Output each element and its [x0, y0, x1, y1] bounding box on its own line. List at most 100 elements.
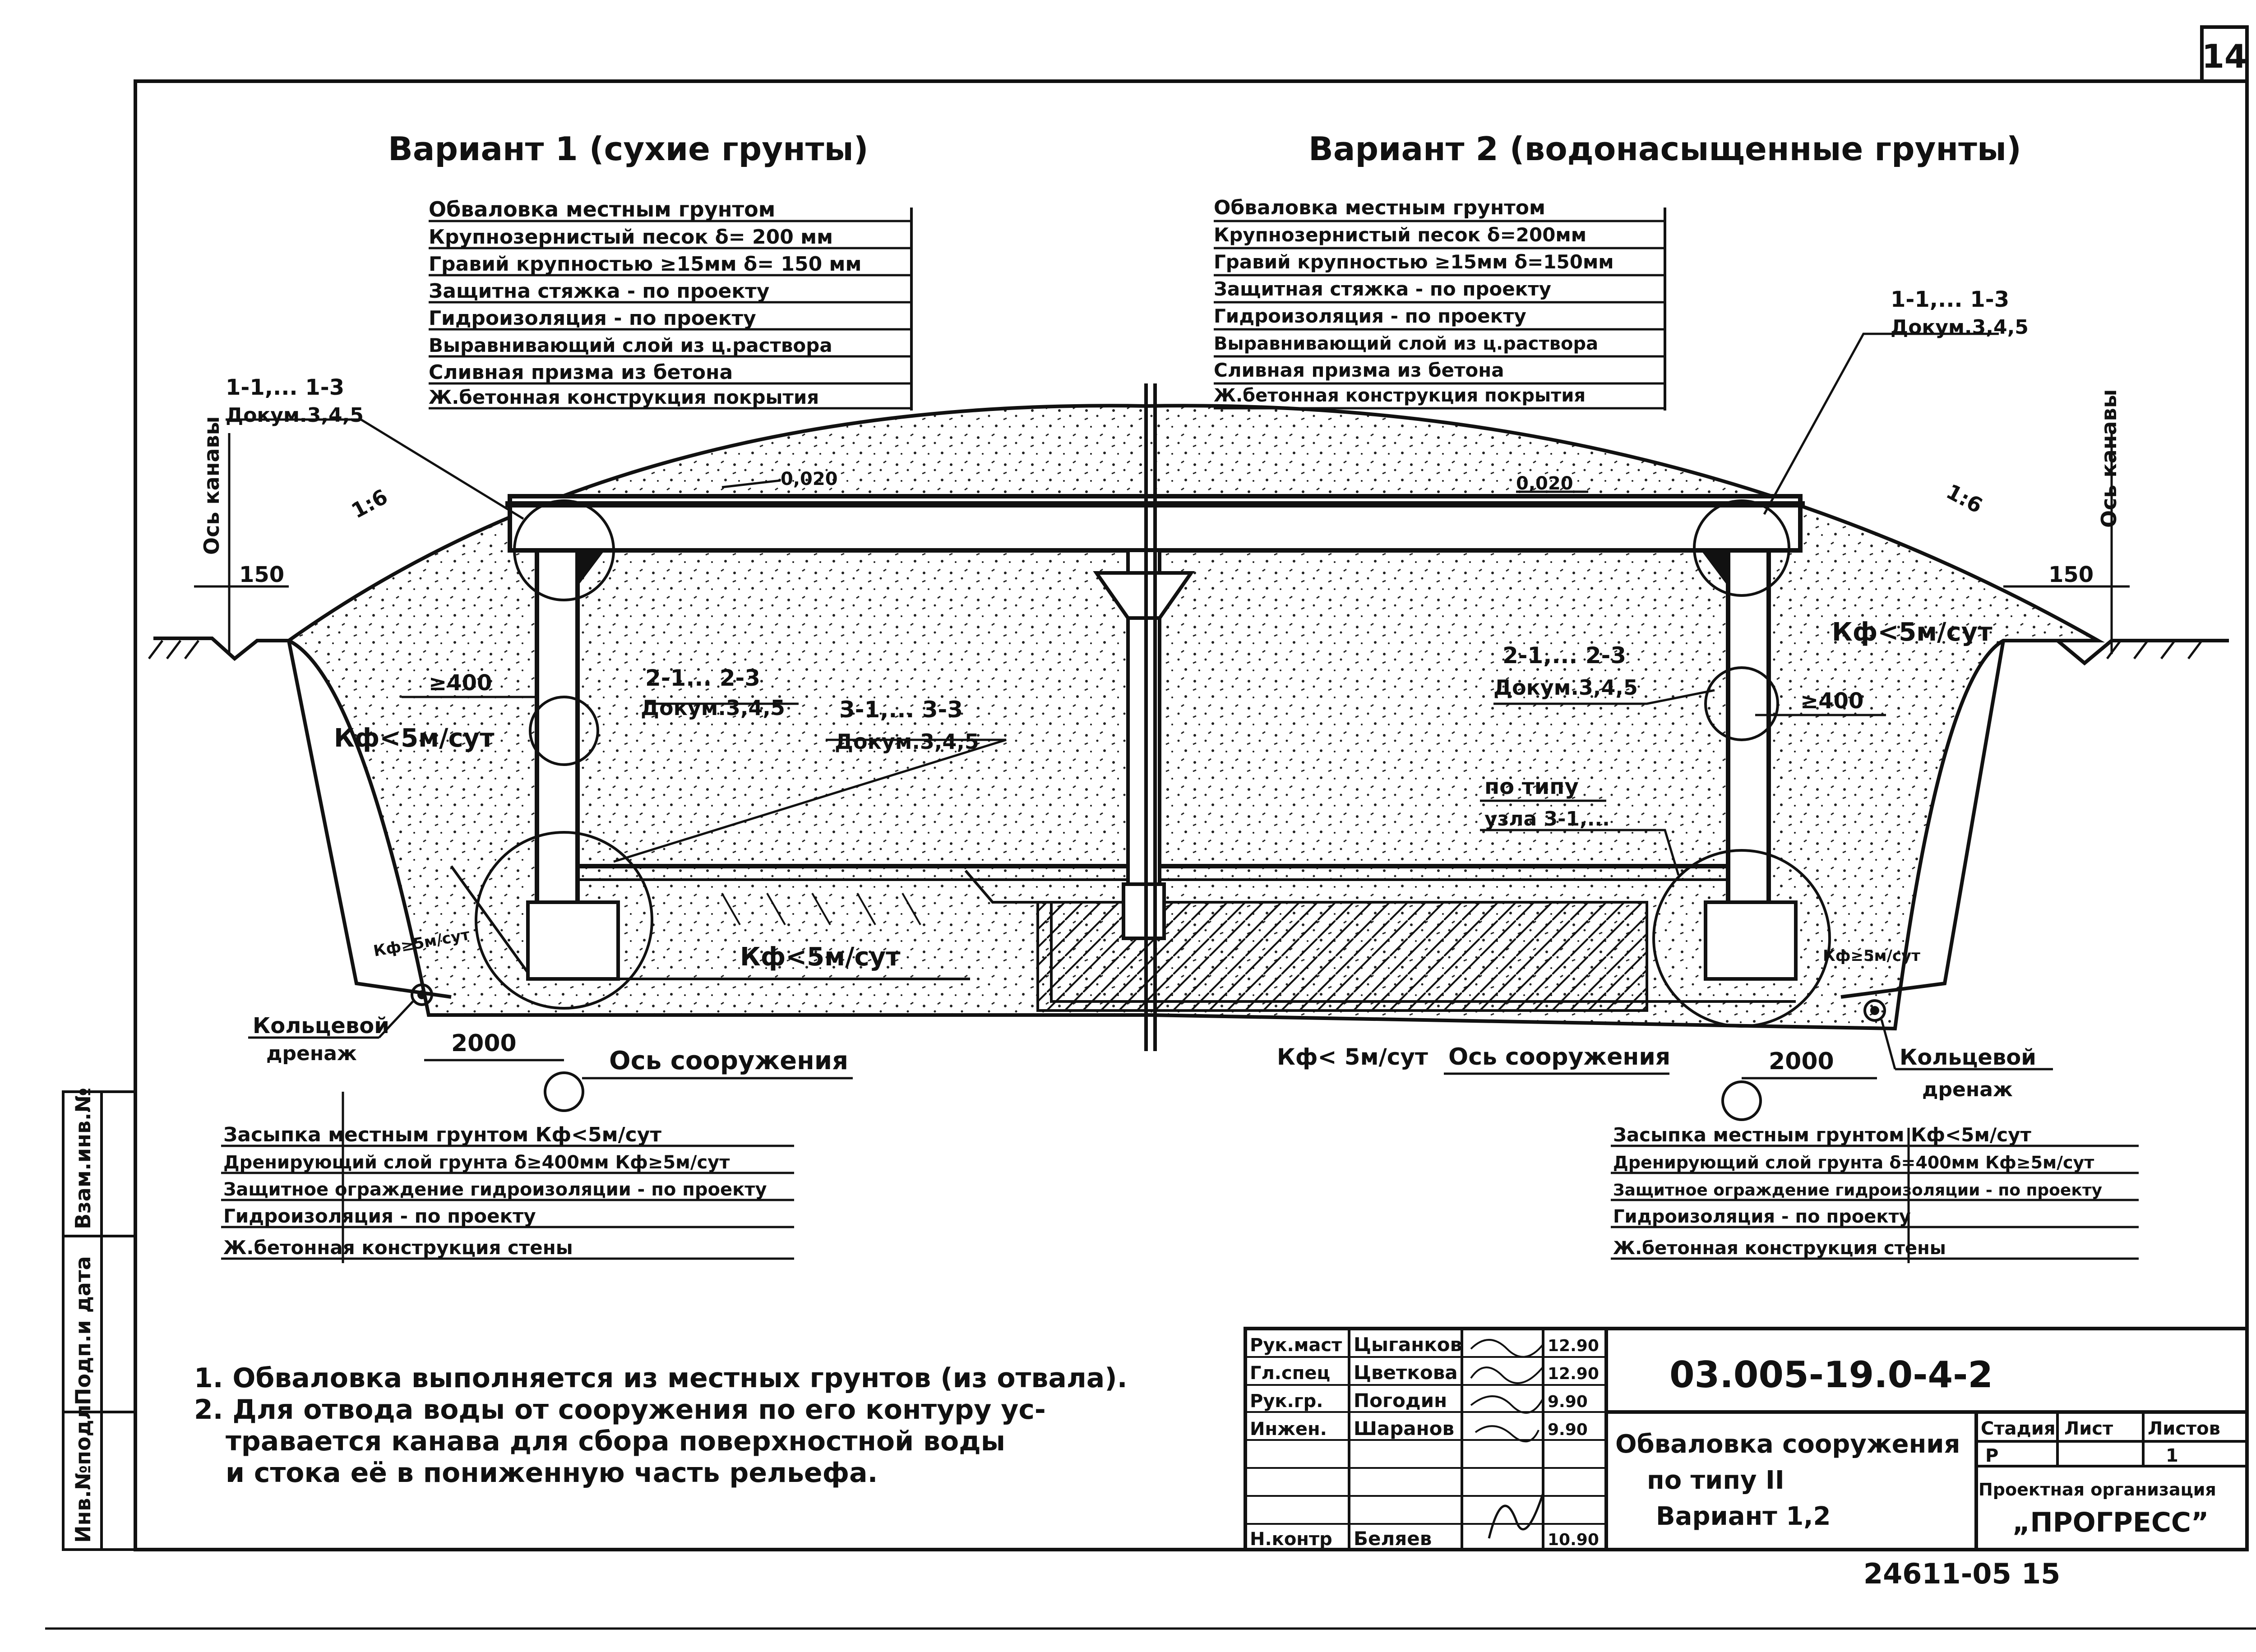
v1-ref-top-0: 1-1,... 1-3: [226, 375, 344, 400]
v1-dim-400: ≥400: [429, 670, 492, 696]
v1-layer-3: Защитна стяжка - по проекту: [429, 280, 769, 303]
variant1-title: Вариант 1 (сухие грунты): [388, 130, 869, 168]
tb-role-1: Гл.спец: [1250, 1363, 1330, 1384]
v2-wall-1: Дренирующий слой грунта δ=400мм Кф≥5м/су…: [1613, 1153, 2094, 1172]
v1-layer-5: Выравнивающий слой из ц.раствора: [429, 334, 832, 356]
variant2-title: Вариант 2 (водонасыщенные грунты): [1308, 130, 2021, 168]
v2-layer-2: Гравий крупностью ≥15мм δ=150мм: [1214, 251, 1614, 273]
v2-wall-4: Ж.бетонная конструкция стены: [1613, 1238, 1946, 1259]
v1-ref-bot-0: 3-1,... 3-3: [839, 697, 963, 723]
tb-name-line-2: по типу II: [1647, 1466, 1784, 1495]
v2-dim-150: 150: [2048, 562, 2094, 587]
tb-org-label: Проектная организация: [1979, 1480, 2216, 1500]
v1-wall-3: Гидроизоляция - по проекту: [223, 1205, 536, 1227]
note-2-line-1: 2. Для отвода воды от сооружения по его …: [194, 1394, 1046, 1426]
v1-ref-mid-0: 2-1... 2-3: [645, 665, 760, 691]
v2-grade: 0,020: [1516, 473, 1573, 494]
variant1-annotations: 1-1,... 1-3 Докум.3,4,5 2-1... 2-3 Докум…: [194, 375, 979, 1080]
bottom-code: 24611-05: [1863, 1557, 2011, 1590]
v2-ref-type-1: узла 3-1,...: [1484, 808, 1610, 831]
tb-name-6: Беляев: [1354, 1527, 1432, 1550]
detail-callouts: [475, 499, 1831, 1121]
v2-ref-top-0: 1-1,... 1-3: [1891, 287, 2009, 312]
notes: 1. Обваловка выполняется из местных грун…: [194, 1362, 1128, 1489]
v2-kf-drain: Кф≥5м/сут: [1823, 947, 1920, 965]
v1-grade: 0,020: [781, 469, 838, 489]
v2-wall-0: Засыпка местным грунтом Кф<5м/сут: [1613, 1124, 2031, 1146]
tb-stage: Р: [1985, 1445, 1998, 1466]
v2-layer-5: Выравнивающий слой из ц.раствора: [1214, 333, 1598, 354]
note-1: 1. Обваловка выполняется из местных грун…: [194, 1362, 1128, 1394]
v2-ref-type-0: по типу: [1484, 774, 1579, 799]
tb-role-0: Рук.маст: [1250, 1335, 1342, 1356]
v2-axis-structure: Ось сооружения: [1448, 1043, 1670, 1071]
v1-wall-4: Ж.бетонная конструкция стены: [223, 1237, 573, 1259]
signature-6: [1488, 1493, 1544, 1539]
tb-name-0: Цыганков: [1354, 1334, 1462, 1356]
structure-body: [411, 383, 1886, 1051]
tb-name-line-3: Вариант 1,2: [1656, 1502, 1831, 1531]
tb-role-2: Рук.гр.: [1250, 1391, 1323, 1412]
embankment: [285, 404, 2105, 1031]
v1-layer-7: Ж.бетонная конструкция покрытия: [429, 386, 819, 408]
v2-layer-6: Сливная призма из бетона: [1214, 359, 1504, 381]
tb-code: 03.005-19.0-4-2: [1669, 1354, 1993, 1396]
v1-slope: 1:6: [347, 484, 392, 523]
v1-layer-6: Сливная призма из бетона: [429, 361, 733, 384]
v2-kf-backfill: Кф<5м/сут: [1832, 618, 1992, 647]
title-block: Рук.маст Цыганков 12.90 Гл.спец Цветкова…: [1244, 1327, 2249, 1551]
v1-ref-top-1: Докум.3,4,5: [226, 404, 364, 427]
tb-name-line-1: Обваловка сооружения: [1615, 1430, 1960, 1459]
tb-name-3: Шаранов: [1354, 1417, 1454, 1440]
signature-3: [1475, 1425, 1539, 1443]
v2-ref-mid-0: 2-1,... 2-3: [1502, 642, 1626, 669]
v1-layer-2: Гравий крупностью ≥15мм δ= 150 мм: [429, 253, 861, 276]
tb-date-0: 12.90: [1548, 1337, 1599, 1355]
signature-1: [1470, 1366, 1544, 1384]
v2-layer-3: Защитная стяжка - по проекту: [1214, 278, 1551, 300]
v2-slope: 1:6: [1942, 479, 1987, 518]
v2-layer-7: Ж.бетонная конструкция покрытия: [1214, 385, 1586, 406]
v2-ref-mid-1: Докум.3,4,5: [1493, 675, 1638, 700]
v1-dim-150: 150: [239, 562, 284, 587]
variant2-annotations: 1-1,... 1-3 Докум.3,4,5 2-1,... 2-3 Доку…: [1277, 287, 2130, 1101]
variant1-top-layers: Обваловка местным грунтом Крупнозернисты…: [429, 197, 913, 411]
tb-org-name: „ПРОГРЕСС”: [2012, 1507, 2209, 1538]
signature-0: [1470, 1339, 1544, 1358]
signature-2: [1470, 1395, 1544, 1414]
sheet-number-box: [2200, 25, 2249, 83]
tb-sheet: 1: [2166, 1445, 2178, 1466]
sheet-frame: [134, 79, 2249, 1551]
side-stamp: Инв.№подл Подп.и дата Взам.инв.№: [62, 1088, 137, 1551]
v1-dim-2000: 2000: [451, 1030, 517, 1057]
sheet-number: 14: [2202, 37, 2247, 75]
tb-name-1: Цветкова: [1354, 1361, 1458, 1384]
v2-layer-1: Крупнозернистый песок δ=200мм: [1214, 224, 1586, 246]
variant2-top-layers: Обваловка местным грунтом Крупнозернисты…: [1214, 196, 1666, 411]
v2-layer-4: Гидроизоляция - по проекту: [1214, 305, 1526, 327]
v2-layer-0: Обваловка местным грунтом: [1214, 196, 1545, 219]
tb-stage-header: Стадия: [1981, 1418, 2056, 1439]
v1-wall-1: Дренирующий слой грунта δ≥400мм Кф≥5м/су…: [223, 1152, 730, 1173]
v1-kf-backfill: Кф<5м/сут: [334, 724, 495, 753]
tb-role-3: Инжен.: [1250, 1419, 1327, 1440]
v1-axis-structure: Ось сооружения: [609, 1046, 848, 1075]
stamp-replace: Взам.инв.№: [71, 1088, 95, 1229]
v2-axis-ditch: Ось канавы: [2097, 389, 2121, 528]
tb-role-6: Н.контр: [1250, 1529, 1332, 1550]
v1-wall-0: Засыпка местным грунтом Кф<5м/сут: [223, 1123, 661, 1146]
tb-date-1: 12.90: [1548, 1365, 1599, 1383]
v1-layer-1: Крупнозернистый песок δ= 200 мм: [429, 226, 833, 249]
v2-ref-top-1: Докум.3,4,5: [1891, 316, 2029, 339]
v1-ring-drain-1: дренаж: [266, 1042, 357, 1065]
variant2-wall-layers: Засыпка местным грунтом Кф<5м/сут Дренир…: [1611, 1124, 2139, 1263]
v1-layer-0: Обваловка местным грунтом: [429, 197, 775, 221]
v2-kf-base: Кф< 5м/сут: [1277, 1044, 1428, 1070]
variant1-wall-layers: Засыпка местным грунтом Кф<5м/сут Дренир…: [221, 1092, 794, 1263]
v1-layer-4: Гидроизоляция - по проекту: [429, 307, 756, 330]
tb-date-6: 10.90: [1548, 1531, 1599, 1549]
tb-date-3: 9.90: [1548, 1421, 1588, 1439]
stamp-inv: Инв.№подл: [71, 1405, 95, 1543]
leader-lines: [226, 332, 1999, 876]
